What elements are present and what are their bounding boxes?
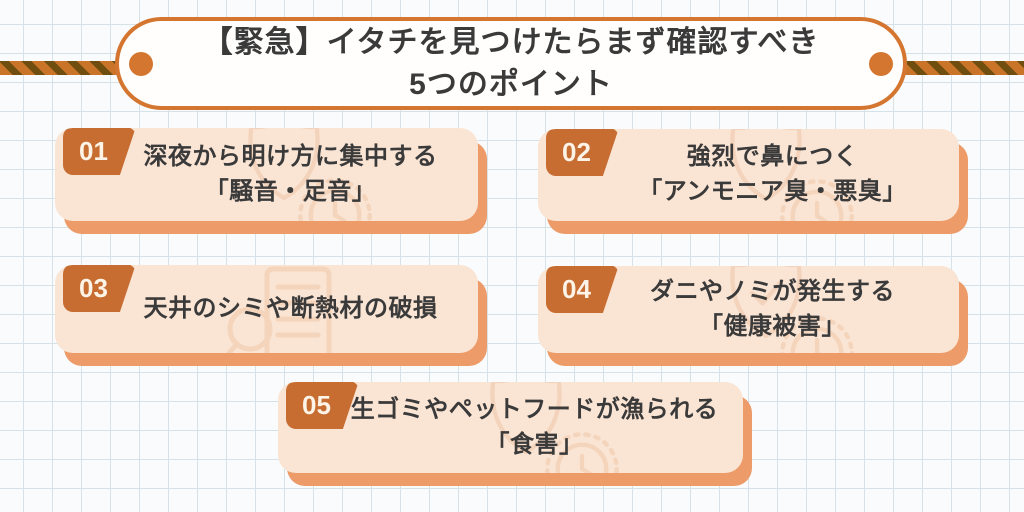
card-text: 天井のシミや断熱材の破損 [55,292,478,327]
rope-decoration-left [0,61,120,75]
card-text-line-2: 「アンモニア臭・悪臭」 [638,178,907,205]
shield-watermark-icon [723,129,809,221]
card-text: 強烈で鼻につく 「アンモニア臭・悪臭」 [538,140,959,210]
page-title: 【緊急】イタチを見つけたらまず確認すべき 5つのポイント [203,22,820,105]
card-number-badge: 02 [546,129,619,176]
card-text-line-1: 生ゴミやペットフードが漁られる [350,395,719,423]
title-line-1: 【緊急】イタチを見つけたらまず確認すべき [202,26,820,60]
card-text-line-2: 「騒音・足音」 [204,177,377,205]
title-line-2: 5つのポイント [409,67,613,101]
point-card-02: 02 強烈で鼻につく 「アンモニア臭・悪臭」 [538,129,959,221]
point-card-04: 04 ダニやノミが発生する 「健康被害」 [538,266,959,353]
card-text: 生ゴミやペットフードが漁られる 「食害」 [278,393,743,463]
title-banner: 【緊急】イタチを見つけたらまず確認すべき 5つのポイント [115,17,907,110]
point-card-05: 05 生ゴミやペットフードが漁られる 「食害」 [278,382,743,473]
card-text: ダニやノミが発生する 「健康被害」 [538,275,959,345]
shield-watermark-icon [483,382,569,473]
card-text-line-1: 天井のシミや断熱材の破損 [143,294,438,322]
card-text-line-2: 「食害」 [485,430,584,458]
banner-dot-right [869,51,893,76]
card-text-line-1: 強烈で鼻につく [686,143,859,171]
clock-watermark-icon [296,176,374,221]
point-card-03: 03 天井のシミや断熱材の破損 [55,265,478,353]
shield-watermark-icon [241,128,327,221]
card-text-line-1: 深夜から明け方に集中する [143,142,438,170]
clock-watermark-icon [778,314,856,353]
card-number-badge: 03 [63,265,136,312]
clock-watermark-icon [778,177,856,221]
rope-decoration-right [905,61,1024,75]
point-card-01: 01 深夜から明け方に集中する 「騒音・足音」 [55,128,478,221]
card-text-line-1: ダニやノミが発生する [650,277,895,305]
banner-dot-left [129,51,153,76]
card-text: 深夜から明け方に集中する 「騒音・足音」 [55,140,478,210]
shield-check-watermark-icon [723,266,809,353]
clock-watermark-icon [543,430,621,473]
card-text-line-2: 「健康被害」 [699,312,846,340]
document-magnifier-watermark-icon [212,265,362,353]
